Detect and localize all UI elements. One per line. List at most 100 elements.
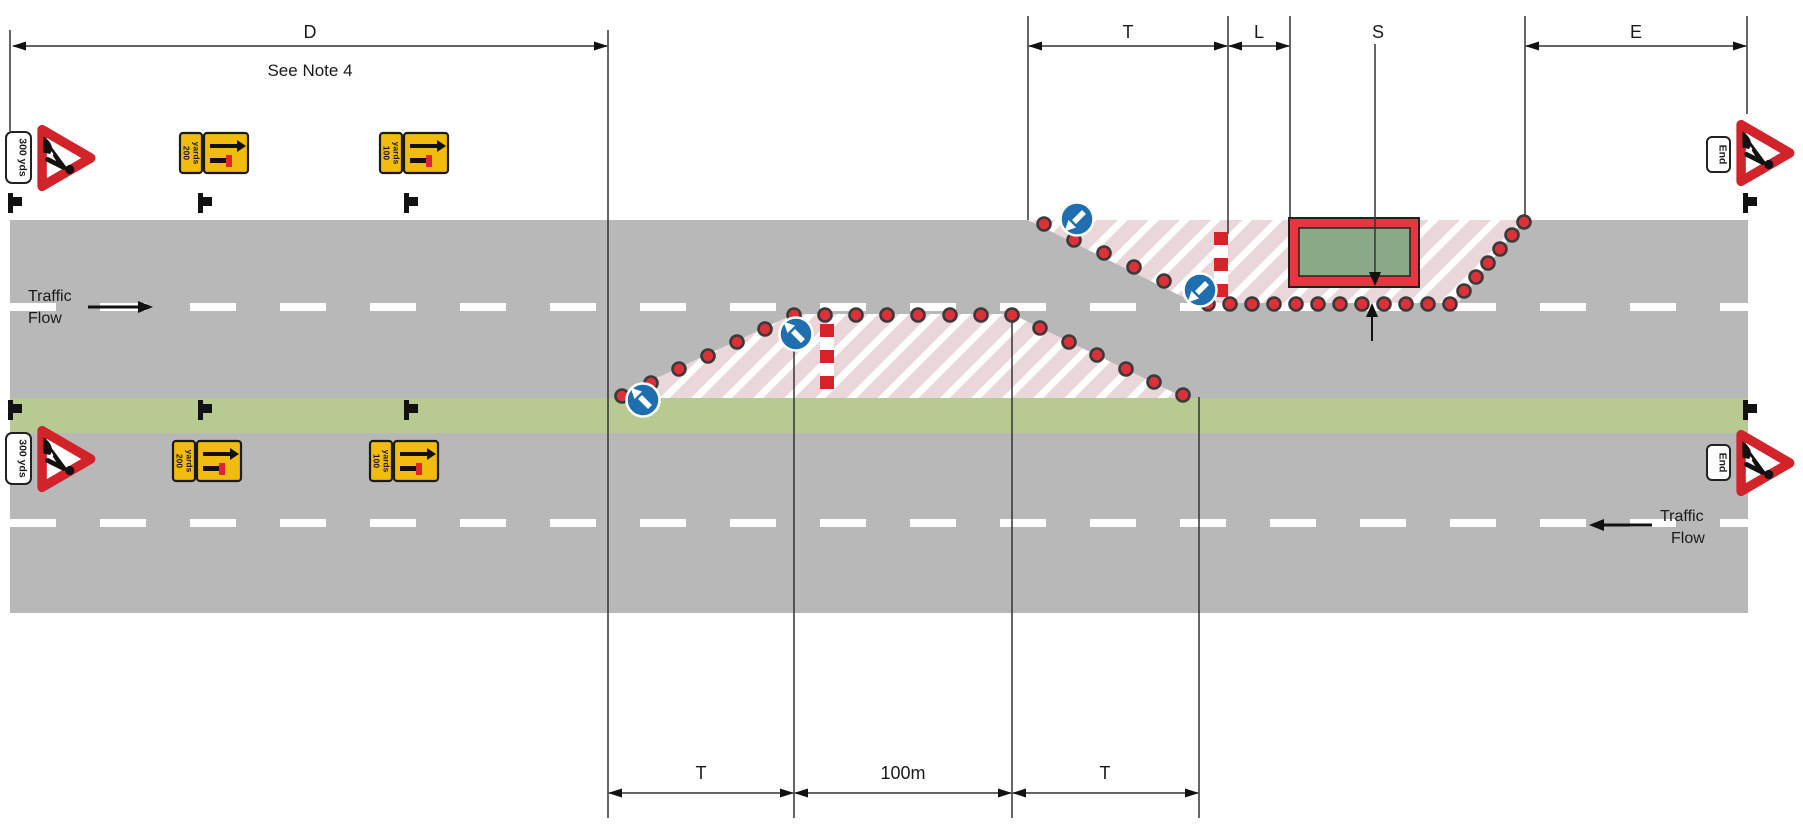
advance-sign-roadworks-300yds-top: 300 yds [5,130,91,187]
dimension-label-d: D [304,22,317,42]
traffic-cone-icon [1332,296,1348,312]
dimension-arrowhead-icon [1185,788,1199,798]
traffic-cone-icon [729,334,745,350]
dimension-note: See Note 4 [267,61,352,80]
yellow-plate-distance [368,439,394,483]
closed-lane-bar-icon [210,158,227,163]
traffic-cone-icon [1398,296,1414,312]
traffic-cone-icon [1126,259,1142,275]
dimension-arrowhead-icon [780,788,794,798]
works-vehicle [1288,217,1420,288]
keep-left-sign-taper2-start [1061,203,1094,236]
keep-right-sign-taper1-start [627,384,660,417]
traffic-cone-icon [757,321,773,337]
open-lane-arrowhead-icon [237,140,246,152]
end-plate-text: End [1717,145,1729,165]
traffic-cone-icon [910,307,926,323]
traffic-cone-icon [1244,296,1260,312]
traffic-cone-icon [1504,227,1520,243]
end-plate [1706,444,1731,481]
traffic-cone-icon [1175,387,1191,403]
sign-post-marker [404,193,418,213]
lane-closure-sign-200yards-top: 200yards [178,131,250,175]
traffic-cone-icon [1492,241,1508,257]
end-plate-text: End [1717,453,1729,473]
advance-sign-roadworks-300yds-bottom: 300 yds [5,431,91,488]
dimension-vertical-lines [9,16,1748,818]
dimension-arrowhead-icon [1214,41,1228,51]
traffic-cone-icon [1468,269,1484,285]
traffic-flow-bottom: Traffic Flow [1589,508,1705,547]
yellow-sign-distance-text: 200yards [182,142,202,165]
yellow-sign-distance-text: 100yards [372,450,392,473]
dimension-label-s: S [1372,22,1384,42]
distance-plate-300yds-text: 300 yds [17,138,29,177]
traffic-cone-icon [848,307,864,323]
closed-lane-block-icon [226,155,232,167]
lane-closure-sign-100yards-top: 100yards [378,131,450,175]
distance-plate-300yds [5,131,32,184]
traffic-cone-icon [942,307,958,323]
works-vehicle-cab [1298,227,1411,277]
cone-line-pointer [1366,303,1378,341]
traffic-cone-icon [1420,296,1436,312]
traffic-cone-icon [1354,296,1370,312]
dimension-arrowhead-icon [998,788,1012,798]
traffic-cone-icon [817,307,833,323]
traffic-flow-left-arrowhead-icon [1589,519,1604,531]
traffic-cone-icon [1156,273,1172,289]
dimension-arrowhead-icon [1525,41,1539,51]
open-lane-arrowhead-icon [437,140,446,152]
traffic-cone-icon [1516,214,1532,230]
traffic-flow-top-line1: Traffic [28,288,72,305]
open-lane-arrowhead-icon [230,448,239,460]
dimension-s-leader [1369,44,1381,286]
traffic-cone-icon [1089,347,1105,363]
dimension-label-l: L [1254,22,1264,42]
traffic-cone-icon [1266,296,1282,312]
dimension-arrowhead-icon [1012,788,1026,798]
dimension-label-e: E [1630,22,1642,42]
traffic-flow-bottom-line1: Traffic [1660,508,1704,525]
yellow-plate-distance [178,131,204,175]
dimension-arrows [12,41,1747,798]
closed-lane-block-icon [426,155,432,167]
traffic-cone-icon [1480,255,1496,271]
dimension-label-100m: 100m [880,763,925,783]
traffic-cone-icon [1310,296,1326,312]
traffic-cone-icon [1222,296,1238,312]
traffic-cone-icon [1456,283,1472,299]
traffic-cone-icon [1036,216,1052,232]
dimension-arrowhead-icon [594,41,608,51]
traffic-cone-icon [1118,361,1134,377]
roadworks-warning-sign-icon [1741,125,1790,182]
dimension-arrowhead-icon [1733,41,1747,51]
distance-plate-300yds [5,432,32,485]
lane-closure-sign-100yards-bottom: 100yards [368,439,440,483]
closed-lane-bar-icon [410,158,427,163]
traffic-cone-icon [1442,296,1458,312]
sign-post-marker [1743,400,1757,420]
lane-closure-sign-200yards-bottom: 200yards [171,439,243,483]
distance-plate-300yds-text: 300 yds [17,439,29,478]
yellow-plate-distance [378,131,404,175]
dimension-arrowhead-icon [794,788,808,798]
dimension-label-t-upper: T [1123,22,1134,42]
traffic-cone-icon [1004,307,1020,323]
traffic-cone-icon [1146,374,1162,390]
end-sign-top: End [1706,125,1790,182]
up-arrow-icon [1366,303,1378,317]
dimension-label-t-taper2: T [1100,763,1111,783]
traffic-cone-icon [671,361,687,377]
down-arrow-icon [1369,272,1381,286]
traffic-cone-icon [1288,296,1304,312]
dimension-arrowhead-icon [608,788,622,798]
keep-left-sign-taper2-end [1184,274,1217,307]
central-reservation [10,398,1748,433]
traffic-cone-icon [973,307,989,323]
closed-lane-block-icon [416,463,422,475]
end-sign-bottom: End [1706,435,1790,492]
open-lane-arrowhead-icon [427,448,436,460]
traffic-flow-top: Traffic Flow [28,288,153,327]
yellow-plate-distance [171,439,197,483]
